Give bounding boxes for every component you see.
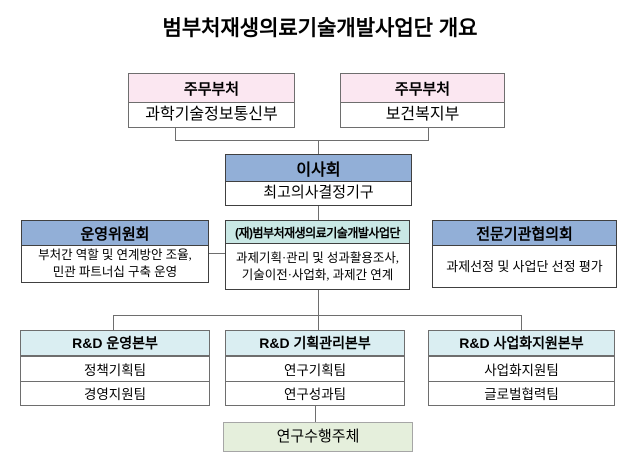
connector-ministry-a-drop — [175, 127, 176, 140]
board-header: 이사회 — [226, 155, 411, 182]
team-row: 정책기획팀 — [21, 356, 209, 381]
division-box-planning: R&D 기획관리본부 연구기획팀 연구성과팀 — [225, 330, 405, 406]
connector-board-to-foundation — [318, 206, 319, 220]
expert-council-header: 전문기관협의회 — [433, 221, 616, 246]
team-row: 연구기획팀 — [226, 356, 404, 381]
division-header: R&D 운영본부 — [21, 331, 209, 356]
team-row: 글로벌협력팀 — [429, 380, 614, 406]
connector-to-board — [318, 140, 319, 154]
connector-to-research-entity — [315, 406, 316, 422]
connector-ministry-b-drop — [428, 127, 429, 140]
ministry-box-mohw: 주무부처 보건복지부 — [340, 73, 505, 128]
connector-division1-drop — [113, 315, 114, 330]
ministry-header: 주무부처 — [341, 74, 504, 103]
steering-committee-header: 운영위원회 — [22, 221, 208, 246]
team-row: 연구성과팀 — [226, 380, 404, 406]
steering-committee-line2: 민관 파트너십 구축 운영 — [52, 265, 178, 279]
division-header: R&D 기획관리본부 — [226, 331, 404, 356]
page-title: 범부처재생의료기술개발사업단 개요 — [162, 17, 478, 40]
connector-divisions-horizontal — [113, 315, 521, 316]
steering-committee-body: 부처간 역할 및 연계방안 조율, 민관 파트너십 구축 운영 — [22, 246, 208, 282]
connector-committee-to-foundation — [209, 253, 225, 254]
ministry-box-msit: 주무부처 과학기술정보통신부 — [128, 73, 295, 128]
research-entity-box: 연구수행주체 — [223, 422, 413, 452]
steering-committee-line1: 부처간 역할 및 연계방안 조율, — [38, 248, 192, 263]
foundation-box: (재)범부처재생의료기술개발사업단 과제기획·관리 및 성과활용조사, 기술이전… — [225, 220, 410, 290]
team-row: 경영지원팀 — [21, 380, 209, 406]
team-row: 사업화지원팀 — [429, 356, 614, 381]
foundation-header: (재)범부처재생의료기술개발사업단 — [226, 221, 409, 244]
expert-council-body: 과제선정 및 사업단 선정 평가 — [446, 258, 603, 274]
ministry-name: 과학기술정보통신부 — [145, 106, 278, 124]
connector-division3-drop — [521, 315, 522, 330]
division-header: R&D 사업화지원본부 — [429, 331, 614, 356]
research-entity-label: 연구수행주체 — [276, 428, 360, 445]
board-body: 최고의사결정기구 — [263, 185, 374, 202]
ministry-header: 주무부처 — [129, 74, 294, 103]
ministry-name: 보건복지부 — [385, 106, 460, 124]
foundation-line1: 과제기획·관리 및 성과활용조사, — [235, 250, 400, 265]
steering-committee-box: 운영위원회 부처간 역할 및 연계방안 조율, 민관 파트너십 구축 운영 — [21, 220, 209, 283]
foundation-body: 과제기획·관리 및 성과활용조사, 기술이전·사업화, 과제간 연계 — [226, 244, 409, 289]
foundation-line2: 기술이전·사업화, 과제간 연계 — [241, 267, 394, 282]
connector-ministries-horizontal — [175, 140, 429, 141]
division-box-commercialization: R&D 사업화지원본부 사업화지원팀 글로벌협력팀 — [428, 330, 615, 406]
division-box-operations: R&D 운영본부 정책기획팀 경영지원팀 — [20, 330, 210, 406]
expert-council-box: 전문기관협의회 과제선정 및 사업단 선정 평가 — [432, 220, 617, 288]
board-box: 이사회 최고의사결정기구 — [225, 154, 412, 206]
connector-foundation-drop — [318, 290, 319, 330]
